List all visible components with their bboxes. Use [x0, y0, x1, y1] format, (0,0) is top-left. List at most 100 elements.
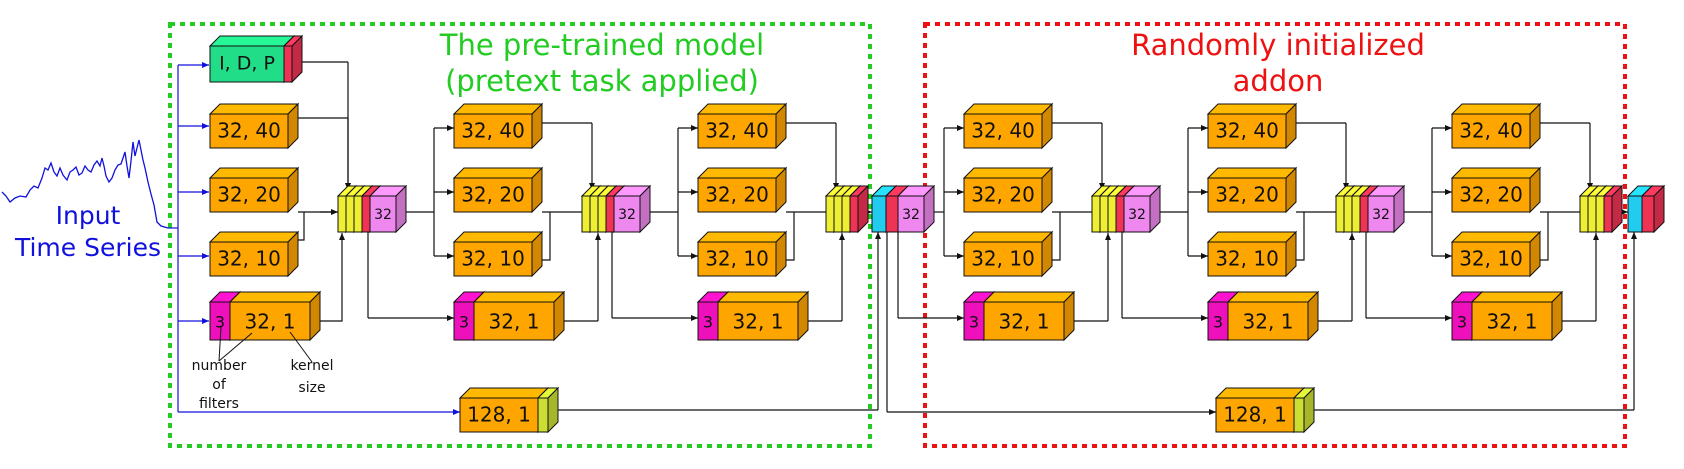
- m6-conv-32-40-label: 32, 40: [1459, 119, 1523, 143]
- m6-conv-32-1-filters-label: 3: [1457, 313, 1467, 332]
- m2-conv-32-1: [472, 290, 566, 342]
- m1-conv-32-40-label: 32, 40: [217, 119, 281, 143]
- m4-conv-32-40-label: 32, 40: [971, 119, 1035, 143]
- concat-3-slab: [848, 184, 870, 234]
- pretrained-title-line1: The pre-trained model: [439, 28, 764, 62]
- concat-1: [336, 184, 408, 234]
- addon-title-line1: Randomly initialized: [1131, 28, 1425, 62]
- m2-conv-32-20-label: 32, 20: [461, 183, 525, 207]
- m4-conv-32-40: [962, 102, 1054, 150]
- residual-1-conv: [896, 184, 936, 234]
- annotation-filters-line1: number: [192, 358, 247, 374]
- idp-block-side: [282, 34, 304, 84]
- bottleneck-1-side: [536, 386, 560, 434]
- m3-conv-32-40-label: 32, 40: [705, 119, 769, 143]
- m6-conv-32-10: [1450, 230, 1542, 278]
- m5-conv-32-1-filters-label: 3: [1213, 313, 1223, 332]
- concat-5-conv: [1366, 184, 1406, 234]
- m5-conv-32-1: [1226, 290, 1320, 342]
- m1-conv-32-10-label: 32, 10: [217, 247, 281, 271]
- concat-2: [580, 184, 652, 234]
- m3-conv-32-20: [696, 166, 788, 214]
- m5-conv-32-10-label: 32, 10: [1215, 247, 1279, 271]
- m1-conv-32-20: [208, 166, 300, 214]
- m3-conv-32-1: [716, 290, 810, 342]
- m5-conv-32-1-label: 32, 1: [1243, 310, 1294, 334]
- concat-4-conv: [1122, 184, 1162, 234]
- m3-conv-32-10: [696, 230, 788, 278]
- concat-6-slab: [1602, 184, 1624, 234]
- m5-conv-32-10: [1206, 230, 1298, 278]
- kernel-annotation: kernel size: [289, 331, 334, 396]
- m4-conv-32-1-filters-label: 3: [969, 313, 979, 332]
- m2-conv-32-1-label: 32, 1: [489, 310, 540, 334]
- m3-conv-32-1-label: 32, 1: [733, 310, 784, 334]
- concat-2-conv-label: 32: [618, 207, 636, 223]
- concat-1-conv: [368, 184, 408, 234]
- m4-conv-32-10: [962, 230, 1054, 278]
- annotation-filters-line3: filters: [199, 396, 239, 412]
- m2-conv-32-1-filters-label: 3: [459, 313, 469, 332]
- m5-conv-32-20: [1206, 166, 1298, 214]
- m1-conv-32-10: [208, 230, 300, 278]
- bottleneck-2-label: 128, 1: [1223, 403, 1287, 427]
- annotation-filters-line2: of: [212, 377, 227, 393]
- m2-conv-32-40-label: 32, 40: [461, 119, 525, 143]
- idp-label: I, D, P: [219, 53, 275, 75]
- m5-conv-32-40: [1206, 102, 1298, 150]
- concat-6: [1578, 184, 1624, 234]
- concat-5: [1334, 184, 1406, 234]
- addon-region: [923, 22, 1627, 448]
- m2-conv-32-10: [452, 230, 544, 278]
- filters-annotation: number of filters: [192, 326, 253, 412]
- m2-conv-32-20: [452, 166, 544, 214]
- residual-1-conv-label: 32: [902, 207, 920, 223]
- bottleneck-1-label: 128, 1: [467, 403, 531, 427]
- pretrained-region: [168, 22, 872, 448]
- m4-conv-32-20: [962, 166, 1054, 214]
- m4-conv-32-1: [982, 290, 1076, 342]
- annotation-kernel-line1: kernel: [290, 358, 333, 374]
- connector: [786, 212, 795, 261]
- pretrained-title-line2: (pretext task applied): [445, 64, 759, 98]
- input-label-line2: Time Series: [14, 233, 161, 262]
- bottleneck-2-side: [1292, 386, 1316, 434]
- m6-conv-32-20-label: 32, 20: [1459, 183, 1523, 207]
- connector: [1052, 212, 1061, 261]
- addon-title-line2: addon: [1233, 64, 1324, 98]
- input-label-line1: Input: [56, 201, 121, 230]
- connector: [1540, 212, 1549, 261]
- m6-conv-32-10-label: 32, 10: [1459, 247, 1523, 271]
- blocks-layer: I, D, P 32, 40 32, 20 32, 10 3 32, 1 32 32, 40 3…: [208, 34, 1666, 434]
- m3-conv-32-10-label: 32, 10: [705, 247, 769, 271]
- connector: [298, 212, 305, 241]
- connector: [542, 212, 551, 261]
- connector: [1296, 212, 1305, 261]
- concat-4-conv-label: 32: [1128, 207, 1146, 223]
- arrow: [318, 233, 345, 322]
- m4-conv-32-20-label: 32, 20: [971, 183, 1035, 207]
- m5-conv-32-40-label: 32, 40: [1215, 119, 1279, 143]
- m6-conv-32-20: [1450, 166, 1542, 214]
- m6-conv-32-40: [1450, 102, 1542, 150]
- concat-2-conv: [612, 184, 652, 234]
- input-time-series-curve: [1, 139, 169, 229]
- m3-conv-32-40: [696, 102, 788, 150]
- connection-lines: [168, 61, 1637, 415]
- m3-conv-32-20-label: 32, 20: [705, 183, 769, 207]
- m3-conv-32-1-filters-label: 3: [703, 313, 713, 332]
- m2-conv-32-10-label: 32, 10: [461, 247, 525, 271]
- concat-4: [1090, 184, 1162, 234]
- m1-conv-32-20-label: 32, 20: [217, 183, 281, 207]
- m1-conv-32-1-label: 32, 1: [245, 310, 296, 334]
- m6-conv-32-1-label: 32, 1: [1487, 310, 1538, 334]
- m4-conv-32-10-label: 32, 10: [971, 247, 1035, 271]
- m2-conv-32-40: [452, 102, 544, 150]
- m6-conv-32-1: [1470, 290, 1564, 342]
- m1-conv-32-40: [208, 102, 300, 150]
- annotation-kernel-line2: size: [298, 380, 325, 396]
- m4-conv-32-1-label: 32, 1: [999, 310, 1050, 334]
- residual-2-sum: [1640, 184, 1666, 234]
